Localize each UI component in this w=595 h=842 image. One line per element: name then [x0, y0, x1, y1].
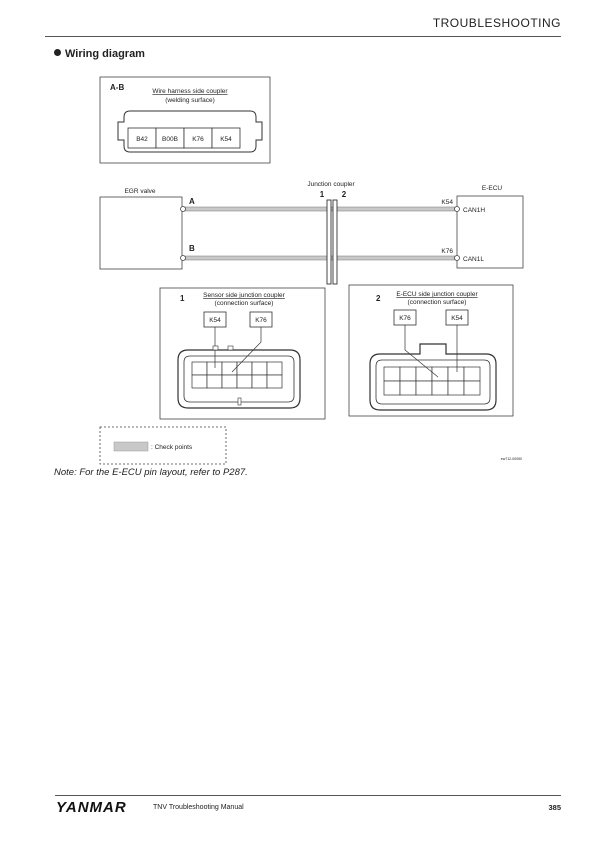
- ecu-box: [456, 195, 524, 269]
- ecu-coupler-housing: [369, 343, 497, 411]
- legend-label: : Check points: [151, 444, 193, 451]
- coupler-ab-title: Wire harness side coupler: [152, 88, 228, 95]
- egr-valve-box: [99, 196, 183, 270]
- header-rule: [45, 36, 561, 37]
- junction-coupler-label: Junction coupler: [307, 181, 355, 188]
- manual-title: TNV Troubleshooting Manual: [153, 804, 244, 811]
- sensor-coupler-subtitle: (connection surface): [215, 300, 274, 307]
- wire-a-code: K54: [441, 199, 453, 206]
- coupler-ab-pin: K54: [220, 136, 232, 143]
- wire-a: [183, 206, 457, 212]
- junction-pin-1: 1: [320, 190, 325, 199]
- egr-valve-label: EGR valve: [124, 188, 155, 195]
- page-header-title: TROUBLESHOOTING: [432, 16, 561, 30]
- sensor-coupler-title: Sensor side junction coupler: [203, 292, 285, 299]
- coupler-ab-subtitle: (welding surface): [165, 97, 215, 104]
- junction-pin-2: 2: [342, 190, 347, 199]
- coupler-ab-pin: B42: [136, 136, 148, 143]
- sensor-coupler-housing: [177, 349, 301, 409]
- note-text: Note: For the E-ECU pin layout, refer to…: [54, 467, 248, 478]
- ecu-coupler-panel: 2 E-ECU side junction coupler (connectio…: [348, 284, 514, 417]
- sensor-coupler-frame: [159, 287, 326, 420]
- coupler-ab-pin: B00B: [162, 136, 178, 143]
- check-point-swatch: [113, 441, 149, 452]
- ecu-coupler-number: 2: [376, 294, 381, 303]
- section-heading: Wiring diagram: [54, 48, 145, 60]
- coupler-ab-panel: A-B Wire harness side coupler (welding s…: [99, 76, 271, 164]
- legend-frame: [99, 426, 227, 465]
- section-heading-text: Wiring diagram: [65, 48, 145, 60]
- coupler-ab-housing: [117, 110, 263, 153]
- sensor-coupler-pin: K76: [255, 317, 267, 324]
- ecu-coupler-subtitle: (connection surface): [408, 299, 467, 306]
- main-wiring: Junction coupler 1 2 EGR valve E-ECU A K…: [99, 181, 524, 285]
- ecu-coupler-frame: [348, 284, 514, 417]
- sensor-coupler-panel: 1 Sensor side junction coupler (connecti…: [159, 287, 326, 420]
- wire-a-label: A: [189, 197, 195, 206]
- bullet-icon: [54, 49, 61, 56]
- page-number: 385: [548, 803, 561, 812]
- legend: : Check points: [99, 426, 227, 465]
- coupler-ab-frame: [99, 76, 271, 164]
- wire-b: [183, 255, 457, 261]
- sensor-coupler-number: 1: [180, 294, 185, 303]
- wire-a-terminal: CAN1H: [463, 207, 485, 214]
- ecu-coupler-title: E-ECU side junction coupler: [396, 291, 478, 298]
- wire-b-terminal: CAN1L: [463, 256, 484, 263]
- ecu-coupler-pin: K54: [451, 315, 463, 322]
- sensor-coupler-pin: K54: [209, 317, 221, 324]
- footer-rule: [55, 795, 561, 796]
- coupler-ab-pin: K76: [192, 136, 204, 143]
- junction-coupler-right: [332, 199, 338, 285]
- yanmar-logo: YANMAR: [56, 799, 127, 816]
- wire-b-label: B: [189, 244, 195, 253]
- figure-ref-code: ew712-00050: [501, 457, 522, 461]
- junction-coupler-left: [326, 199, 332, 285]
- wire-b-code: K76: [441, 248, 453, 255]
- ecu-label: E-ECU: [482, 185, 503, 192]
- coupler-ab-tag: A-B: [110, 83, 124, 92]
- ecu-coupler-pin: K76: [399, 315, 411, 322]
